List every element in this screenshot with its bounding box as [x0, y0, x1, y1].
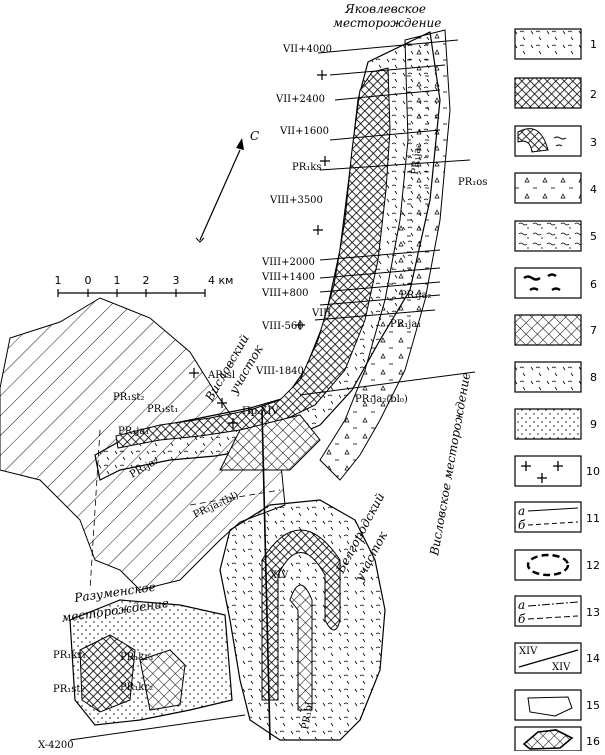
north-arrow: С — [195, 129, 259, 243]
razumenskoe-ore-2 — [139, 649, 186, 711]
main-ore-band — [115, 67, 391, 449]
unit-label: PR₁bl — [300, 701, 316, 730]
unit-label: AR₂sl — [207, 370, 235, 381]
southern-fold-ore-2 — [289, 584, 313, 711]
unit-label: PR₁ks — [292, 162, 321, 173]
legend: 1 2 3 4 5 6 7 8 — [514, 28, 600, 752]
legend-item: 4 — [514, 172, 597, 204]
legend-number: 1 — [590, 38, 597, 51]
legend-item: 2 — [514, 77, 597, 109]
legend-number: 4 — [590, 183, 597, 196]
legend-item: 5 — [514, 220, 597, 252]
profile-label: Пр.XIV — [242, 406, 279, 417]
profile-label: VII+4000 — [282, 44, 332, 55]
legend-item: а б 13 — [514, 595, 600, 627]
legend-item: 9 — [514, 408, 597, 440]
unit-label: PR₁ja₂ — [410, 143, 424, 175]
profile-lines — [69, 39, 476, 741]
legend-item: 12 — [514, 549, 600, 581]
scale-tick-label: 2 — [143, 274, 150, 287]
legend-number: 9 — [590, 418, 597, 431]
unit-label: PR₁ja₁ — [118, 426, 149, 437]
deposit-vislovskoe: Висловское месторождение — [427, 371, 473, 557]
razumenskoe-ore — [79, 634, 136, 713]
unit-label: PR₁ja₂(bl₀) — [355, 394, 408, 405]
scale-tick-label: 0 — [85, 274, 92, 287]
unit-label: PR₁kr₁ — [53, 650, 86, 661]
legend-number: 8 — [590, 371, 597, 384]
profile-label: VIII+3500 — [269, 195, 323, 206]
legend-number: 7 — [590, 324, 597, 337]
legend-item: 6 — [514, 267, 597, 299]
profile-label: XIV — [270, 570, 289, 581]
legend-number: 16 — [586, 735, 600, 748]
profile-xiv-line — [261, 409, 271, 741]
legend-item: 3 — [514, 125, 597, 157]
unit-label: PR₁os — [458, 177, 487, 188]
unit-label: PR₁st₁ — [147, 404, 178, 415]
southern-fold-ore — [261, 529, 341, 701]
fault-line-2 — [189, 489, 281, 506]
profile-label: VIII-560 — [261, 321, 304, 332]
legend-item: 7 — [514, 314, 597, 346]
legend-number: 6 — [590, 278, 597, 291]
unit-label: PR₁ja₁ — [390, 319, 421, 330]
legend-sub-b: б — [518, 612, 526, 626]
legend-item: а б 11 — [514, 501, 600, 533]
fault-line — [89, 429, 101, 591]
legend-number: 13 — [586, 606, 600, 619]
unit-label: PR₁kr₂ — [120, 682, 153, 693]
legend-profile-bottom: XIV — [552, 662, 571, 673]
legend-sub-a: а — [518, 504, 525, 518]
profile-label: VIII — [311, 308, 331, 319]
legend-number: 11 — [586, 512, 600, 525]
legend-item: 10 — [514, 455, 600, 487]
legend-number: 15 — [586, 699, 600, 712]
scale-bar — [57, 289, 206, 297]
deposit-yakovlevskoe-2: месторождение — [333, 16, 441, 30]
profile-label: VIII-1840 — [255, 366, 304, 377]
legend-item: 8 — [514, 361, 597, 393]
legend-number: 12 — [586, 559, 600, 572]
unit-label: PR₁st₂ — [53, 684, 84, 695]
legend-sub-a: а — [518, 598, 525, 612]
legend-sub-b: б — [518, 518, 526, 532]
profile-label: VII+1600 — [279, 126, 329, 137]
scale-tick-label: 1 — [114, 274, 121, 287]
unit-label: PR₁st₂ — [113, 392, 144, 403]
legend-item: 16 — [514, 726, 600, 752]
profile-label: VIII+2000 — [261, 257, 315, 268]
legend-item: 15 — [514, 689, 600, 721]
profile-label: VII+2400 — [275, 94, 325, 105]
scale-tick-label: 1 — [55, 274, 62, 287]
unit-label: PR₁ja₂ — [400, 290, 431, 301]
deposit-yakovlevskoe-1: Яковлевское — [344, 2, 426, 16]
legend-number: 2 — [590, 88, 597, 101]
legend-item: XIV XIV 14 — [514, 642, 600, 674]
legend-number: 3 — [590, 136, 597, 149]
profile-label: X-4200 — [38, 740, 74, 751]
belt-inner-crosshatch — [219, 414, 321, 471]
scale-tick-label: 3 — [173, 274, 180, 287]
unit-label: PR₁kr₃ — [120, 652, 153, 663]
profile-label: VIII+800 — [261, 288, 309, 299]
legend-number: 5 — [590, 230, 597, 243]
scale-unit-label: 4 км — [208, 274, 233, 287]
profile-label: VIII+1400 — [261, 272, 315, 283]
north-arrow-label: С — [250, 129, 259, 143]
eastern-band — [319, 29, 451, 481]
legend-profile-top: XIV — [519, 646, 538, 657]
granitoid-crosses — [189, 70, 330, 428]
legend-item: 1 — [514, 28, 597, 60]
legend-number: 10 — [586, 465, 600, 478]
legend-number: 14 — [586, 652, 600, 665]
